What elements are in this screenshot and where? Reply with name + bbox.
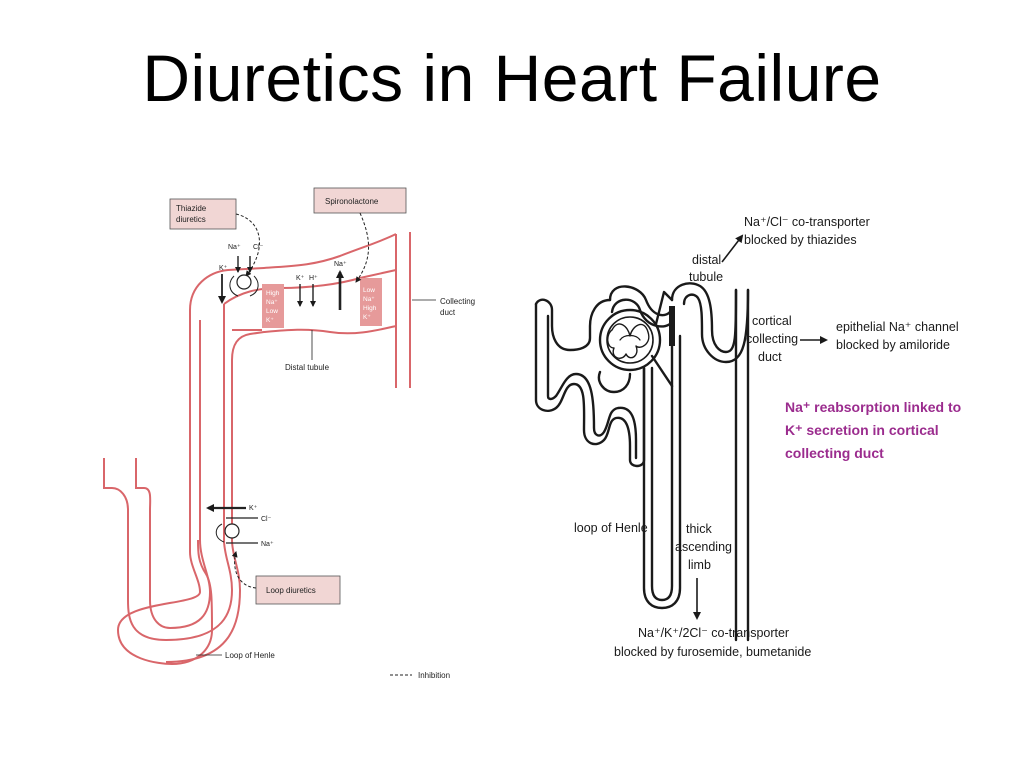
cotransporter-brackets [229,275,259,297]
k-loop-label: K⁺ [249,505,258,512]
nkcc-bracket [215,523,225,543]
low-box-line-4: K⁺ [363,314,371,321]
collecting-duct-line-1: Collecting [440,297,475,306]
loop-of-henle-label: Loop of Henle [225,651,275,660]
high-box-line-1: High [266,290,280,297]
note-line-3: collecting duct [785,445,884,461]
distal-tubule-label-2: tubule [689,270,723,284]
high-box-line-2: Na⁺ [266,299,278,306]
nkcc-line-1: Na⁺/K⁺/2Cl⁻ co-transporter [638,626,789,640]
na-spiro-label: Na⁺ [334,261,347,268]
left-tubule-outline [103,232,411,666]
distal-tubule-label: Distal tubule [285,363,330,372]
high-box-line-3: Low [266,308,278,315]
thiazide-box-line-2: diuretics [176,215,206,224]
left-nephron-diagram: High Na⁺ Low K⁺ Low Na⁺ High K⁺ Thiazide… [103,187,475,680]
inhibition-legend-label: Inhibition [418,671,450,680]
thick-limb-line-2: ascending [675,540,732,554]
spironolactone-label: Spironolactone [325,197,379,206]
thick-limb-line-3: limb [688,558,711,572]
cortical-cd-line-3: duct [758,350,782,364]
right-loop-of-henle-label: loop of Henle [574,521,648,535]
distal-tubule-arrow [721,234,744,263]
low-box-line-2: Na⁺ [363,296,375,303]
right-nephron-diagram: distal tubule Na⁺/Cl⁻ co-transporter blo… [534,215,961,659]
enac-line-2: blocked by amiloride [836,338,950,352]
cl-top-label: Cl⁻ [253,244,264,251]
h-mid-label: H⁺ [309,275,318,282]
slide-title: Diuretics in Heart Failure [142,41,882,115]
right-nephron-drawing [534,282,750,642]
distal-tubule-label-1: distal [692,253,721,267]
thiazide-box-line-1: Thiazide [176,204,207,213]
high-box-line-4: K⁺ [266,317,274,324]
high-na-low-k-box [262,284,284,328]
enac-line-1: epithelial Na⁺ channel [836,320,959,334]
distal-tubule-marker [669,306,675,346]
nkcc-circle [224,523,240,539]
thiazide-diuretics-box [169,198,237,230]
nacl-transporter-line-1: Na⁺/Cl⁻ co-transporter [744,215,870,229]
low-box-line-3: High [363,305,377,312]
nacl-transporter-line-2: blocked by thiazides [744,233,857,247]
loop-diuretics-label: Loop diuretics [266,586,316,595]
na-loop-label: Na⁺ [261,541,274,548]
distal-tubule-inner-wall [223,269,397,305]
note-line-1: Na⁺ reabsorption linked to [785,399,961,415]
nkcc-line-2: blocked by furosemide, bumetanide [614,645,811,659]
loop-diuretics-box [255,575,341,605]
low-box-line-1: Low [363,287,375,294]
collecting-duct-line-2: duct [440,308,456,317]
k-top-label: K⁺ [219,265,228,272]
spironolactone-inhibition-line [355,212,370,283]
nacl-cotransporter-circle [236,274,252,290]
thick-limb-line-1: thick [686,522,712,536]
note-line-2: K⁺ secretion in cortical [785,422,939,438]
cortical-cd-line-1: cortical [752,314,792,328]
low-na-high-k-box [360,278,382,326]
na-top-label: Na⁺ [228,244,241,251]
k-mid-label: K⁺ [296,275,305,282]
cl-loop-label: Cl⁻ [261,516,272,523]
cortical-cd-line-2: collecting [746,332,798,346]
